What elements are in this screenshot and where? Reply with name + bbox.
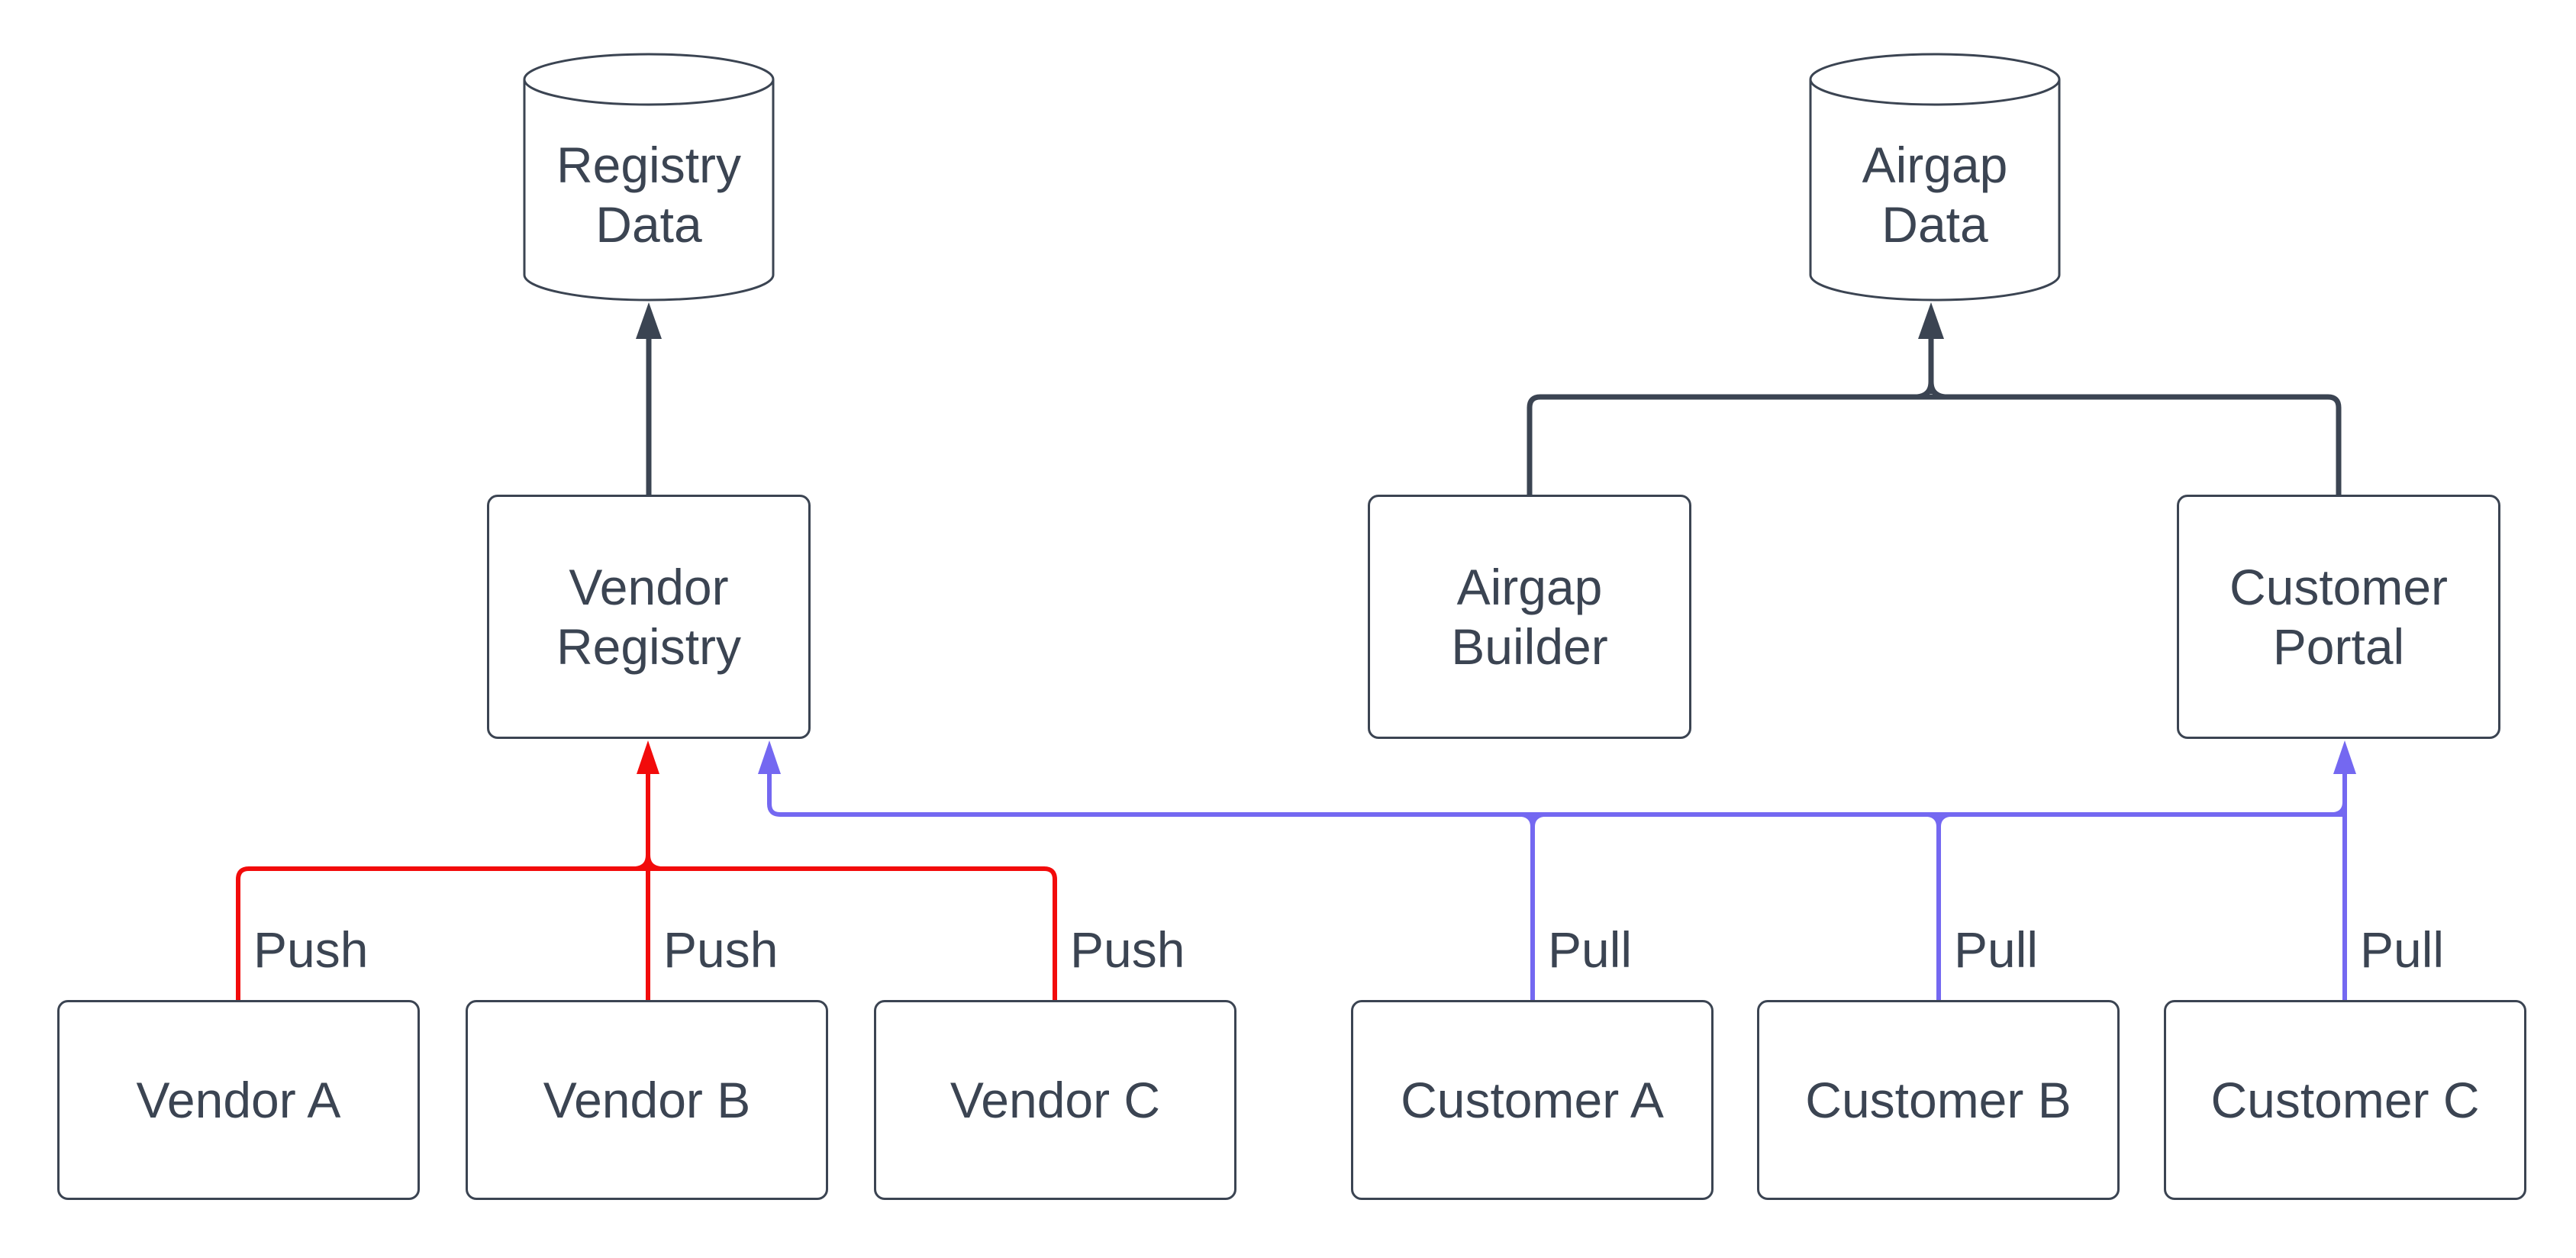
pull-junction-fillet-b — [1927, 812, 1950, 827]
pull-bus — [767, 773, 2345, 817]
node-label-line: Registry — [556, 618, 742, 675]
edge-label-push-vendor-a: Push — [253, 921, 369, 978]
node-registry-data: Registry Data — [524, 99, 773, 290]
node-label-line: Customer A — [1401, 1072, 1664, 1128]
edge-label-push-vendor-b: Push — [663, 921, 779, 978]
registry-data-cylinder — [523, 53, 775, 302]
node-label-line: Customer B — [1805, 1072, 2071, 1128]
node-label-line: Portal — [2272, 618, 2405, 675]
node-vendor-a: Vendor A — [57, 1000, 420, 1200]
node-label-line: Builder — [1451, 618, 1608, 675]
node-customer-portal: Customer Portal — [2177, 495, 2500, 739]
airgap-data-cylinder — [1809, 53, 2061, 302]
node-label-line: Customer C — [2210, 1072, 2480, 1128]
edge-label-pull-customer-b: Pull — [1954, 921, 2039, 978]
node-label-line: Vendor C — [949, 1072, 1161, 1128]
node-label-line: Vendor — [569, 559, 729, 615]
node-label-line: Vendor B — [543, 1072, 751, 1128]
airgap-data-cylinder-rim — [1809, 79, 2061, 106]
pull-junction-fillet-c — [2333, 802, 2347, 817]
edge-label-push-vendor-c: Push — [1070, 921, 1185, 978]
node-customer-b: Customer B — [1757, 1000, 2120, 1200]
node-customer-a: Customer A — [1351, 1000, 1714, 1200]
arrowhead-airgap-data — [1918, 302, 1944, 339]
registry-data-cylinder-rim — [523, 79, 775, 106]
node-label-line: Registry — [556, 137, 742, 193]
edge-label-pull-customer-a: Pull — [1548, 921, 1633, 978]
node-label-line: Customer — [2229, 559, 2449, 615]
edge-airgap-tree — [1527, 394, 2342, 496]
arrowhead-push-vendor-registry — [637, 740, 659, 774]
push-junction-fillet — [635, 854, 661, 871]
arrowhead-registry-data — [636, 302, 662, 339]
node-label-line: Airgap — [1862, 137, 2008, 193]
node-label-line: Airgap — [1456, 559, 1603, 615]
pull-junction-fillet-a — [1521, 812, 1544, 827]
node-label-line: Vendor A — [136, 1072, 341, 1128]
edge-junction-fillet — [1917, 381, 1946, 400]
node-vendor-b: Vendor B — [466, 1000, 828, 1200]
node-airgap-builder: Airgap Builder — [1368, 495, 1691, 739]
edge-label-pull-customer-c: Pull — [2360, 921, 2445, 978]
node-label-line: Data — [1881, 196, 1988, 253]
node-airgap-data: Airgap Data — [1810, 99, 2059, 290]
node-vendor-registry: Vendor Registry — [487, 495, 811, 739]
node-customer-c: Customer C — [2164, 1000, 2526, 1200]
arrowhead-pull-customer-portal — [2333, 740, 2356, 774]
arrowhead-pull-vendor-registry — [758, 740, 781, 774]
node-label-line: Data — [595, 196, 702, 253]
node-vendor-c: Vendor C — [874, 1000, 1236, 1200]
